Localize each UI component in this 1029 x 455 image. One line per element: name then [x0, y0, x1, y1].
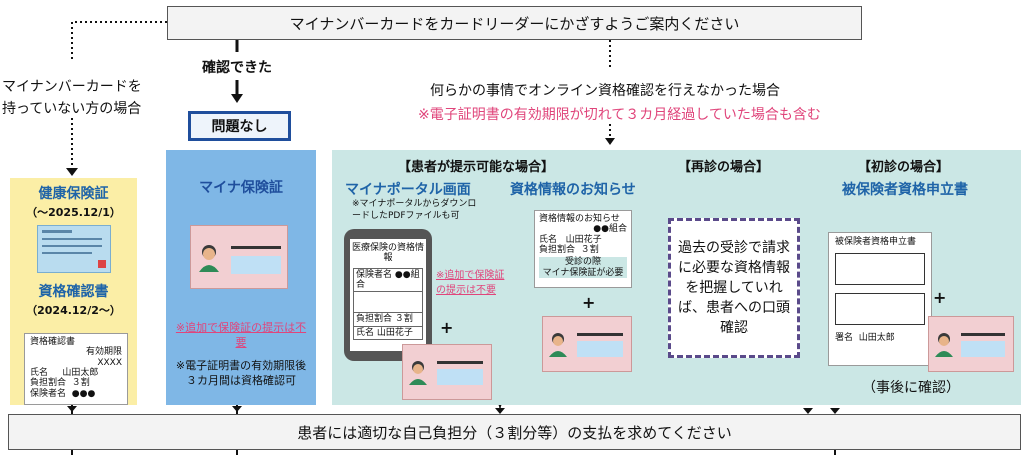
- form-sign-label: 署名: [835, 333, 854, 344]
- phone-name-label: 氏名: [356, 327, 375, 338]
- no-problem-box: 問題なし: [188, 111, 291, 141]
- mynumber-card-small-2: [542, 316, 632, 372]
- notice-footer2: マイナ保険証が必要: [542, 267, 624, 278]
- form-sign-value: 山田太郎: [858, 333, 895, 344]
- doc-ratio-label: 負担割合: [30, 378, 67, 389]
- left-date2: （2024.12/2～）: [26, 304, 121, 317]
- revisit-text: 過去の受診で請求に必要な資格情報を把握していれば、患者への口頭確認: [678, 240, 790, 336]
- doc-name-value: 山田太郎: [62, 368, 99, 379]
- confirmed-label: 確認できた: [202, 60, 272, 76]
- left-date1: （～2025.12/1）: [26, 206, 121, 219]
- doc-title: 資格確認書: [30, 337, 76, 347]
- first-visit-title: 被保険者資格申立書: [842, 182, 968, 198]
- portrait-icon: [934, 331, 954, 357]
- notice-name-label: 氏名: [539, 234, 558, 245]
- application-form: 被保険者資格申立書 署名 山田太郎: [828, 232, 932, 366]
- notice-ratio-label: 負担割合: [539, 245, 576, 256]
- notice-name-value: 山田花子: [565, 234, 602, 245]
- phone-name-value: 山田花子: [376, 327, 413, 338]
- left-panel: 健康保険証 （～2025.12/1） 資格確認書 （2024.12/2～） 資格…: [10, 178, 137, 405]
- plus-sign-3: +: [933, 288, 947, 307]
- phone-title: 医療保険の資格情報: [351, 243, 424, 264]
- mid-panel: マイナ保険証 ※追加で保険証の提示は不要 ※電子証明書の有効期限後３カ月間は資格…: [166, 150, 316, 405]
- qualification-doc: 資格確認書 有効期限 XXXX 氏名 山田太郎 負担割合 ３割 保険者名 ●●●: [24, 333, 128, 405]
- patient-header: 【患者が提示可能な場合】: [398, 160, 555, 175]
- revisit-box: 過去の受診で請求に必要な資格情報を把握していれば、患者への口頭確認: [668, 218, 800, 358]
- doc-ratio-value: ３割: [71, 378, 90, 389]
- doc-expiry-value: XXXX: [97, 357, 122, 368]
- top-instruction: マイナンバーカードをカードリーダーにかざすようご案内ください: [167, 6, 862, 40]
- phone-image: 医療保険の資格情報 保険者名 ●●組合 負担割合 ３割 氏名 山田花子: [344, 229, 432, 361]
- plus-sign-1: +: [440, 318, 454, 337]
- teal-pink-note: ※追加で保険証の提示は不要: [436, 270, 505, 296]
- no-card-line1: マイナンバーカードを: [2, 79, 142, 95]
- bottom-instruction: 患者には適切な自己負担分（３割分等）の支払を求めてください: [8, 414, 1021, 450]
- left-title1: 健康保険証: [38, 186, 109, 202]
- mynumber-card-image: [190, 225, 288, 289]
- phone-insurer-label: 保険者名: [356, 269, 393, 280]
- insurance-card-image: [36, 225, 111, 273]
- expired-note: ※電子証明書の有効期限が切れて３カ月経過していた場合も含む: [418, 107, 821, 123]
- mid-note-black: ※電子証明書の有効期限後３カ月間は資格確認可: [175, 359, 307, 387]
- notice-insurer-value: ●●組合: [593, 224, 627, 235]
- portrait-icon: [548, 331, 568, 357]
- phone-ratio-value: ３割: [394, 314, 413, 325]
- first-visit-header: 【初診の場合】: [858, 160, 950, 175]
- portrait-icon: [408, 359, 428, 385]
- portal-note: ※マイナポータルからダウンロードしたPDFファイルも可: [352, 199, 477, 221]
- notice-ratio-value: ３割: [580, 245, 599, 256]
- mynumber-card-small-3: [928, 316, 1014, 372]
- notice-section-title: 資格情報のお知らせ: [510, 182, 636, 198]
- mid-title: マイナ保険証: [199, 180, 283, 196]
- phone-ratio-label: 負担割合: [356, 314, 393, 325]
- mid-note-pink: ※追加で保険証の提示は不要: [175, 321, 307, 349]
- after-confirm-note: （事後に確認）: [862, 380, 960, 396]
- doc-insurer-label: 保険者名: [30, 388, 67, 399]
- left-title2: 資格確認書: [38, 284, 109, 300]
- portal-title: マイナポータル画面: [345, 182, 471, 198]
- revisit-header: 【再診の場合】: [678, 160, 770, 175]
- notice-footer1: 受診の際: [564, 257, 601, 268]
- form-title: 被保険者資格申立書: [835, 237, 917, 247]
- notice-doc-title: 資格情報のお知らせ: [539, 214, 620, 224]
- doc-insurer-value: ●●●: [71, 388, 96, 399]
- phone-insurer-value: ●●組合: [356, 269, 420, 291]
- plus-sign-2: +: [582, 293, 596, 312]
- doc-expiry-label: 有効期限: [85, 347, 122, 358]
- cannot-confirm-note: 何らかの事情でオンライン資格確認を行えなかった場合: [430, 83, 780, 99]
- no-card-note: マイナンバーカードを 持っていない方の場合: [2, 76, 142, 120]
- no-card-line2: 持っていない方の場合: [2, 101, 142, 117]
- doc-name-label: 氏名: [30, 368, 49, 379]
- no-problem-label: 問題なし: [211, 119, 268, 135]
- portrait-icon: [197, 242, 221, 272]
- notice-doc: 資格情報のお知らせ ●●組合 氏名 山田花子 負担割合 ３割 受診の際 マイナ保…: [534, 210, 632, 288]
- mynumber-card-small-1: [402, 344, 492, 400]
